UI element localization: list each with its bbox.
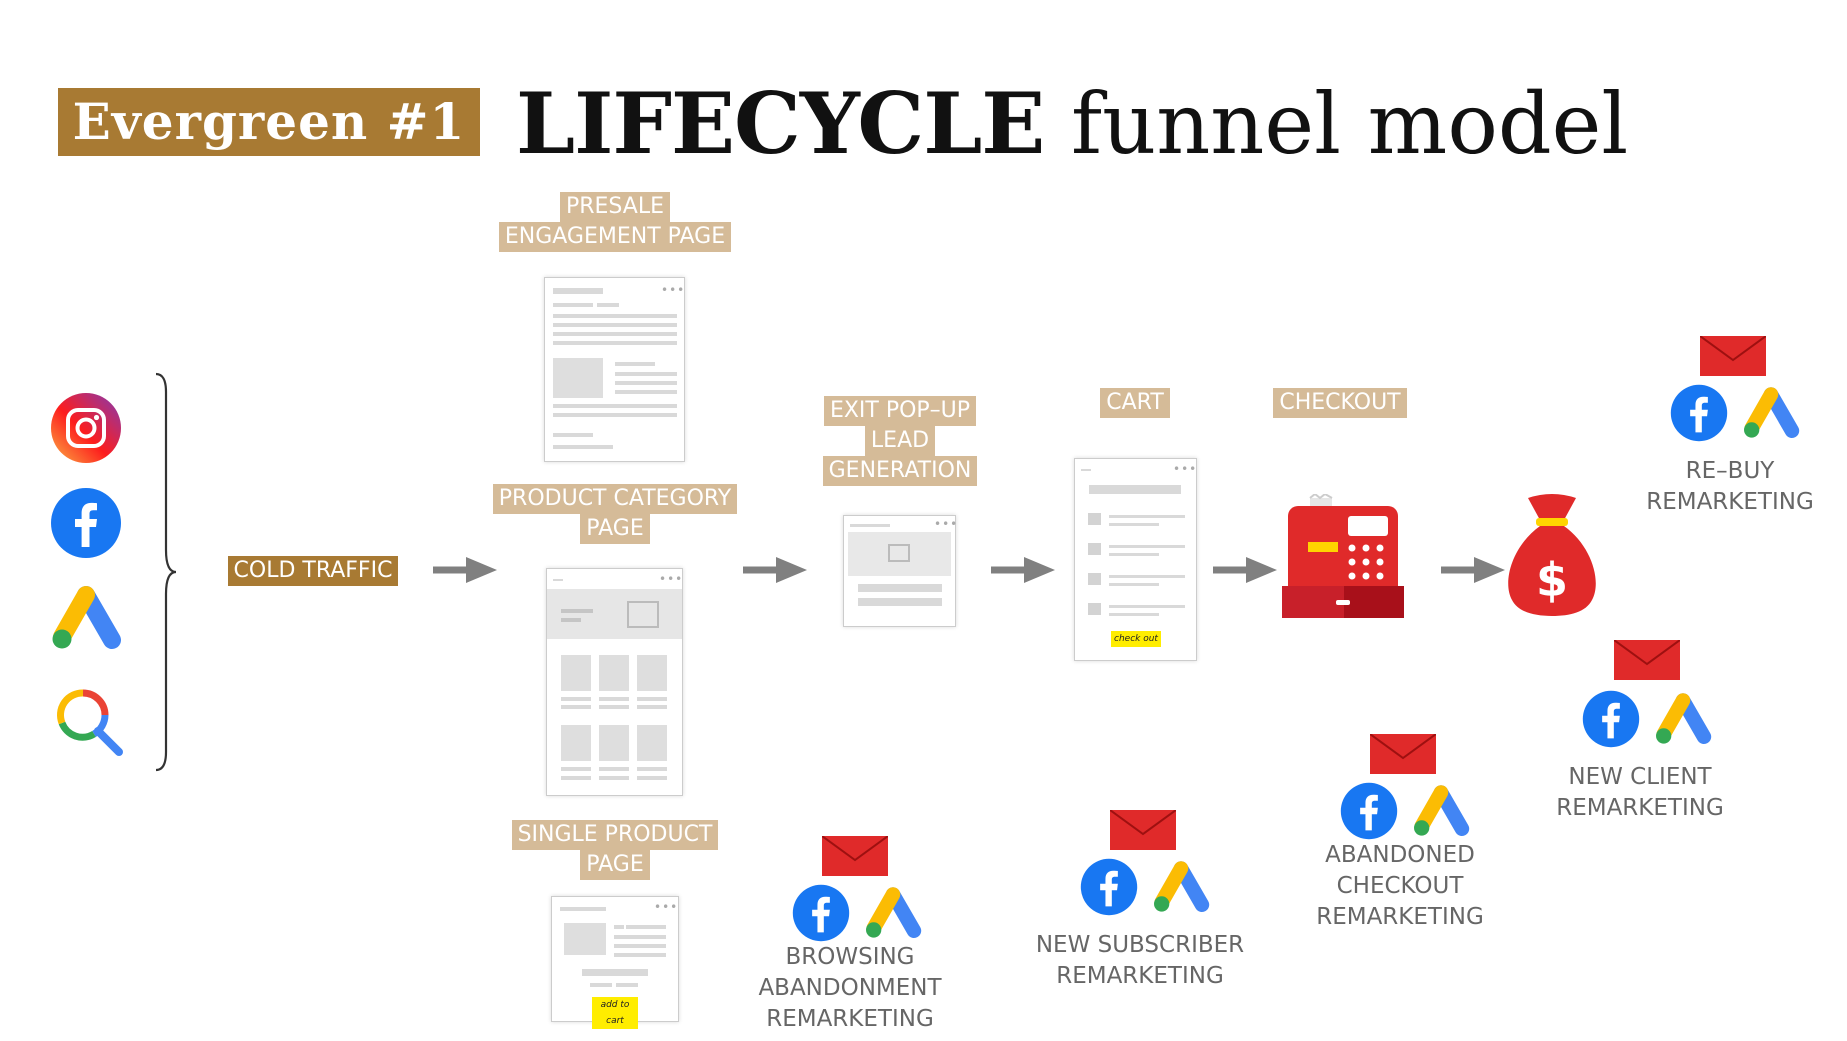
page-title: LIFECYCLE funnel model (516, 74, 1628, 174)
facebook-icon (1340, 782, 1398, 840)
email-envelope-icon (822, 836, 888, 876)
cold-traffic-label: COLD TRAFFIC (222, 556, 404, 586)
arrow-4 (1213, 557, 1277, 583)
arrow-1 (433, 557, 497, 583)
cart-page-card: ••• check out (1074, 458, 1197, 661)
image-placeholder-icon (553, 358, 603, 398)
google-ads-icon (1656, 693, 1712, 744)
facebook-icon (1080, 858, 1138, 916)
exit-popup-card: ••• (843, 515, 957, 627)
google-ads-icon (52, 586, 121, 649)
source-brace (155, 372, 177, 772)
product-category-card: ••• (546, 568, 683, 796)
email-envelope-icon (1370, 734, 1436, 774)
google-ads-icon (1154, 861, 1210, 912)
arrow-3 (991, 557, 1055, 583)
add-to-cart-button[interactable]: add to cart (592, 997, 638, 1029)
facebook-icon (51, 488, 121, 558)
svg-text:$: $ (1536, 553, 1568, 607)
facebook-icon (1670, 384, 1728, 442)
google-search-icon (57, 689, 123, 756)
google-ads-icon (1414, 785, 1470, 836)
title-bold: LIFECYCLE (516, 74, 1045, 173)
facebook-icon (1582, 690, 1640, 748)
presale-page-card: ••• (544, 277, 685, 462)
money-bag-icon: $ (1508, 494, 1596, 616)
check-out-button[interactable]: check out (1111, 631, 1161, 647)
cash-register-icon (1282, 494, 1404, 618)
google-ads-icon (866, 887, 922, 938)
arrow-5 (1441, 557, 1505, 583)
email-envelope-icon (1614, 640, 1680, 680)
single-product-card: ••• add to cart (551, 896, 679, 1029)
cart-label: CART (1080, 388, 1190, 418)
evergreen-badge: Evergreen #1 (58, 88, 480, 156)
instagram-icon (51, 393, 121, 463)
facebook-icon (792, 884, 850, 942)
email-envelope-icon (1110, 810, 1176, 850)
google-ads-icon (1744, 387, 1800, 438)
email-envelope-icon (1700, 336, 1766, 376)
checkout-label: CHECKOUT (1250, 388, 1430, 418)
arrow-2 (743, 557, 807, 583)
title-rest: funnel model (1044, 75, 1629, 173)
